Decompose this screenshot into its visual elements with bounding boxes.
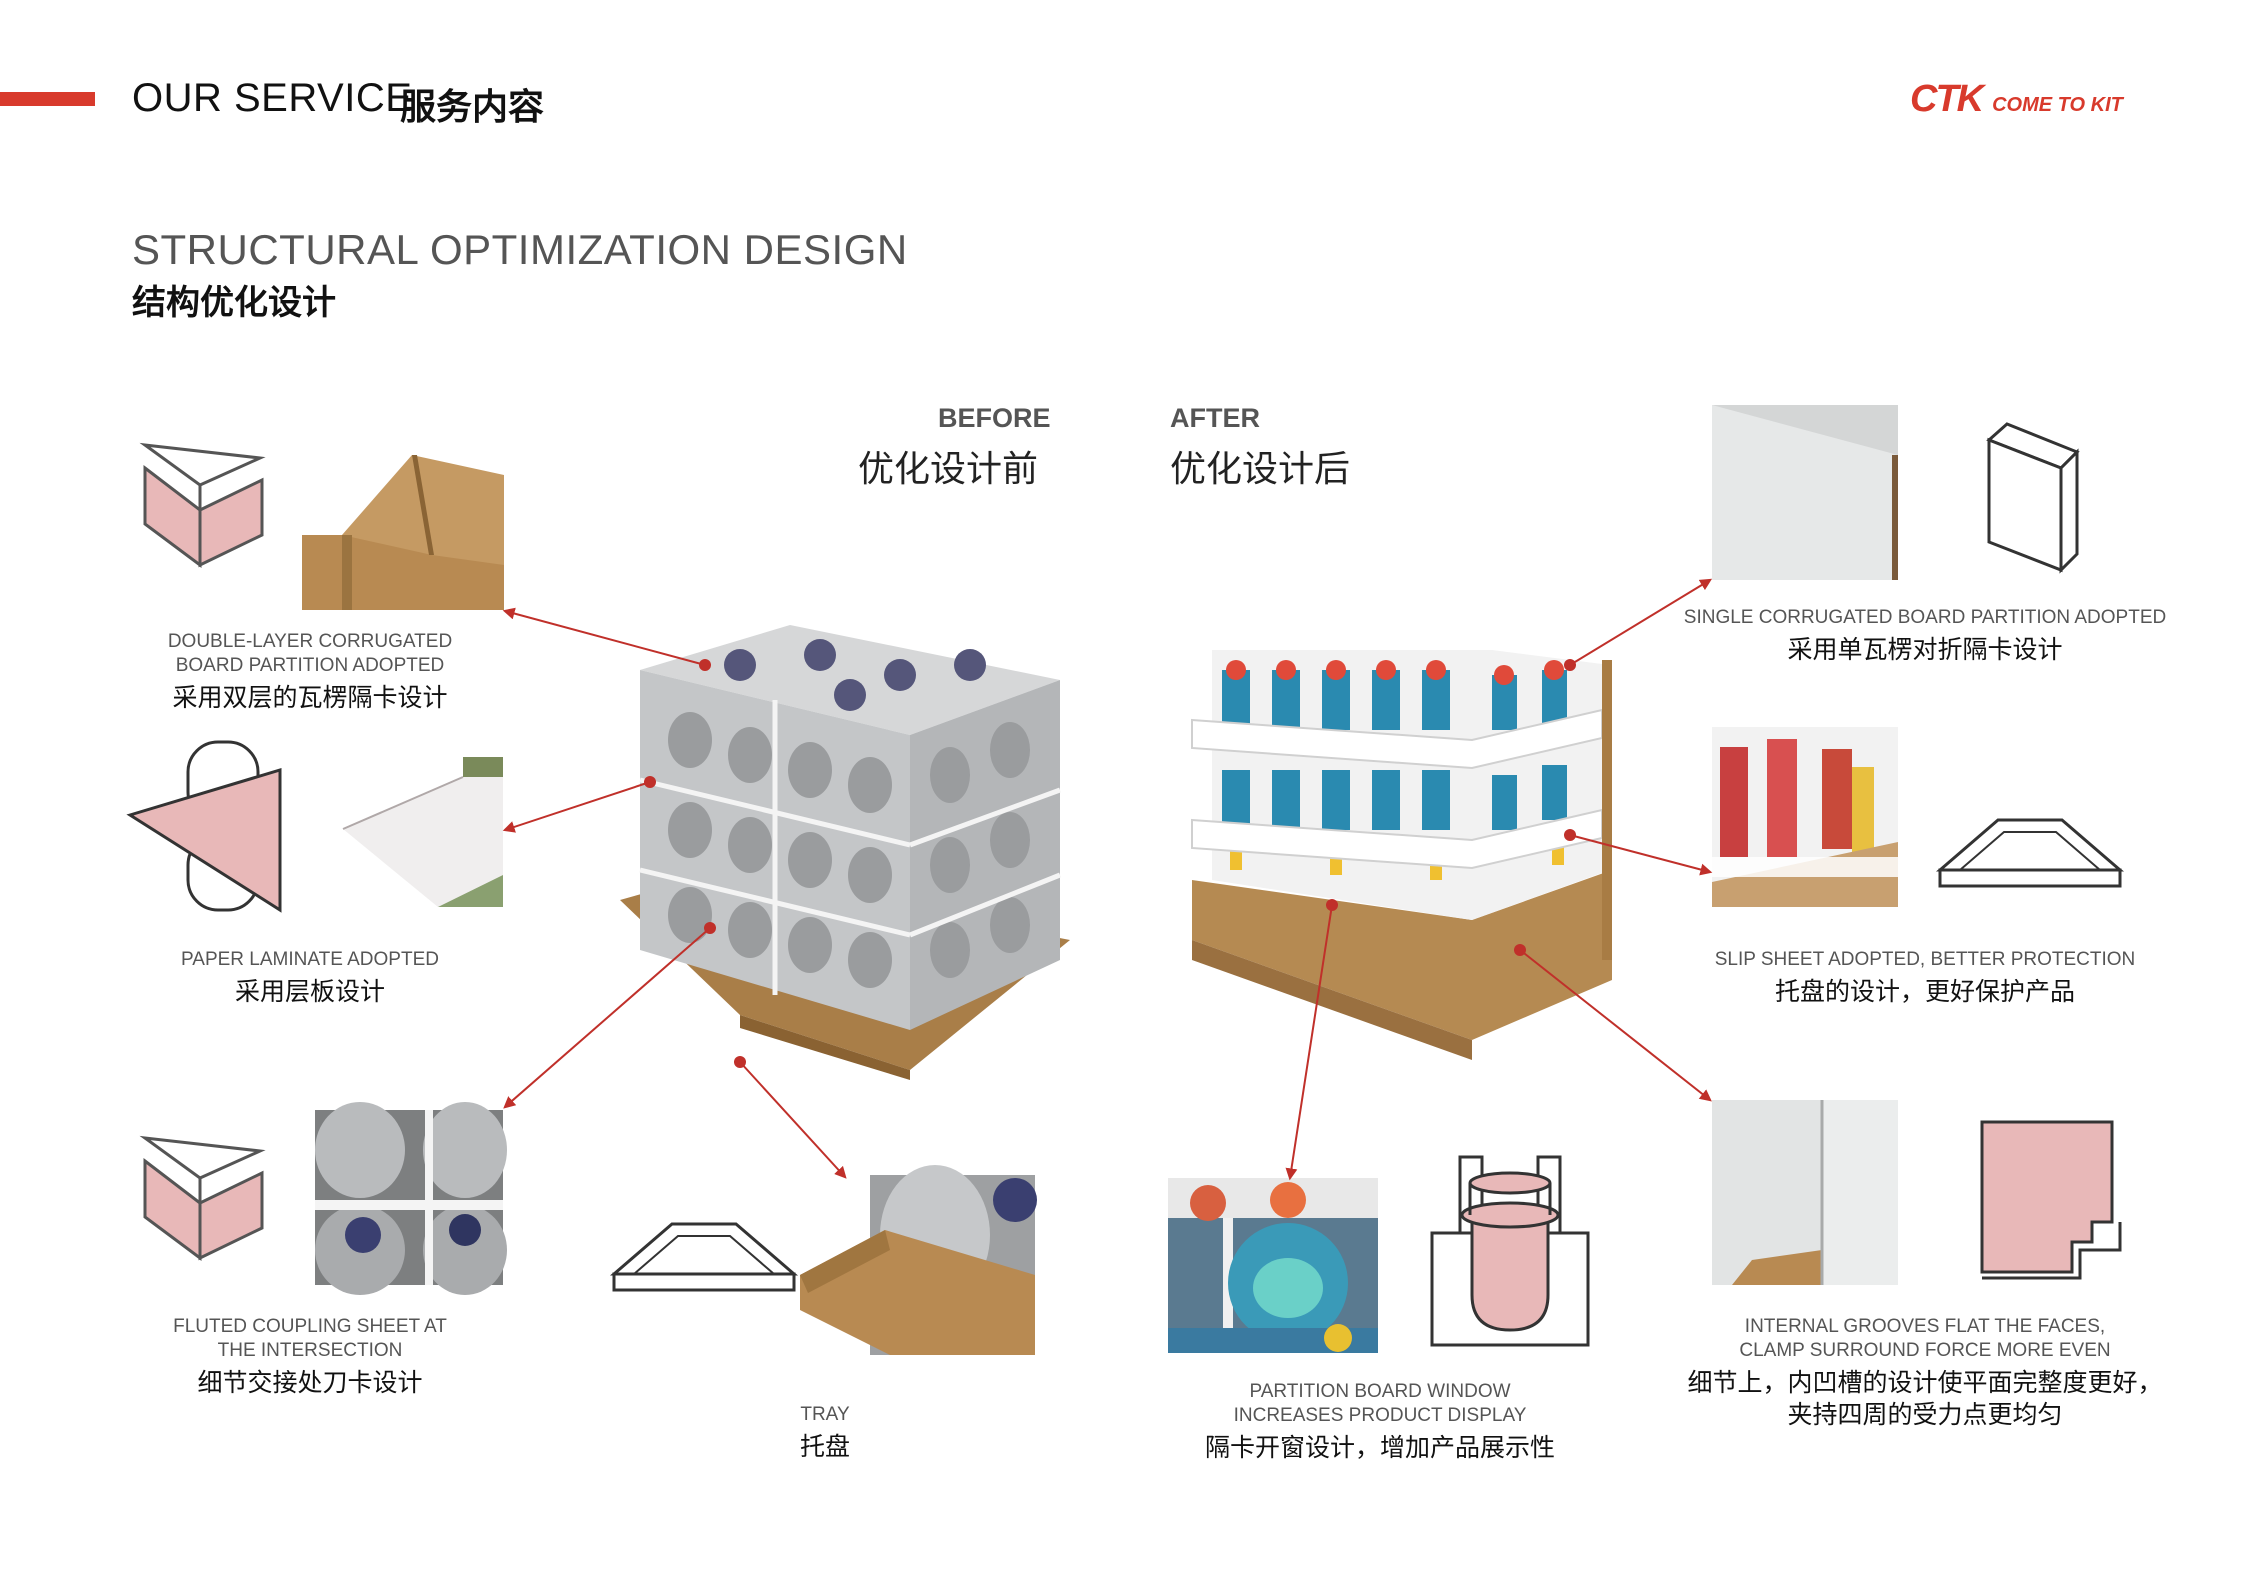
caption-internal-grooves-en-1: INTERNAL GROOVES FLAT THE FACES, bbox=[1744, 1316, 2106, 1337]
caption-paper-laminate-en: PAPER LAMINATE ADOPTED bbox=[181, 949, 439, 970]
caption-fluted-cn: 细节交接处刀卡设计 bbox=[197, 1369, 423, 1397]
caption-partition-window-en-1: PARTITION BOARD WINDOW bbox=[1249, 1381, 1511, 1402]
tray-diagram bbox=[609, 1222, 799, 1292]
single-corrugated-image bbox=[1712, 405, 1898, 580]
cross-partition-diagram-2 bbox=[139, 1135, 266, 1261]
header-accent-bar bbox=[0, 92, 95, 106]
caption-fluted-en-2: THE INTERSECTION bbox=[217, 1340, 403, 1361]
caption-double-layer: DOUBLE-LAYER CORRUGATED BOARD PARTITION … bbox=[110, 630, 510, 714]
caption-fluted: FLUTED COUPLING SHEET AT THE INTERSECTIO… bbox=[110, 1315, 510, 1399]
caption-partition-window-en-2: INCREASES PRODUCT DISPLAY bbox=[1233, 1405, 1527, 1426]
caption-internal-grooves-cn-2: 夹持四周的受力点更均匀 bbox=[1787, 1401, 2063, 1429]
caption-slip-sheet-en: SLIP SHEET ADOPTED, BETTER PROTECTION bbox=[1714, 949, 2136, 970]
caption-slip-sheet-cn: 托盘的设计，更好保护产品 bbox=[1774, 978, 2075, 1006]
slip-sheet-tray-diagram bbox=[1935, 818, 2125, 888]
groove-diagram bbox=[1980, 1120, 2122, 1280]
after-label-cn: 优化设计后 bbox=[1170, 448, 1351, 489]
caption-tray-en: TRAY bbox=[800, 1404, 850, 1425]
internal-grooves-image bbox=[1712, 1100, 1898, 1285]
caption-double-layer-en-1: DOUBLE-LAYER CORRUGATED bbox=[167, 631, 453, 652]
caption-fluted-en-1: FLUTED COUPLING SHEET AT bbox=[173, 1316, 447, 1337]
section-title-en: STRUCTURAL OPTIMIZATION DESIGN bbox=[132, 226, 908, 273]
before-label-en: BEFORE bbox=[938, 403, 1051, 433]
cross-partition-diagram bbox=[139, 442, 266, 568]
caption-double-layer-en-2: BOARD PARTITION ADOPTED bbox=[175, 655, 445, 676]
before-pallet-image bbox=[620, 625, 1070, 1080]
header-title-cn: 服务内容 bbox=[400, 86, 545, 127]
section-title-cn: 结构优化设计 bbox=[132, 284, 336, 322]
ctk-logo: CTK COME TO KIT bbox=[1910, 78, 2123, 121]
double-layer-corrugated-image bbox=[302, 455, 504, 610]
header-title-en: OUR SERVICE bbox=[132, 76, 413, 120]
caption-partition-window: PARTITION BOARD WINDOW INCREASES PRODUCT… bbox=[1150, 1380, 1610, 1464]
caption-single-corrugated-en: SINGLE CORRUGATED BOARD PARTITION ADOPTE… bbox=[1683, 607, 2167, 628]
before-label-cn: 优化设计前 bbox=[858, 448, 1039, 489]
caption-single-corrugated: SINGLE CORRUGATED BOARD PARTITION ADOPTE… bbox=[1640, 606, 2210, 666]
caption-paper-laminate: PAPER LAMINATE ADOPTED 采用层板设计 bbox=[110, 948, 510, 1008]
logo-text: COME TO KIT bbox=[1992, 94, 2123, 116]
caption-slip-sheet: SLIP SHEET ADOPTED, BETTER PROTECTION 托盘… bbox=[1640, 948, 2210, 1008]
laminate-diagram bbox=[126, 740, 282, 913]
partition-window-diagram bbox=[1430, 1155, 1590, 1347]
logo-mark: CTK bbox=[1910, 78, 1984, 120]
caption-internal-grooves-cn-1: 细节上，内凹槽的设计使平面完整度更好， bbox=[1687, 1369, 2163, 1397]
paper-laminate-image bbox=[342, 757, 503, 907]
caption-partition-window-cn: 隔卡开窗设计，增加产品展示性 bbox=[1204, 1434, 1555, 1462]
fluted-coupling-image bbox=[315, 1102, 507, 1295]
caption-internal-grooves: INTERNAL GROOVES FLAT THE FACES, CLAMP S… bbox=[1640, 1315, 2210, 1431]
partition-window-image bbox=[1168, 1178, 1378, 1353]
tray-image bbox=[800, 1165, 1037, 1355]
folded-board-diagram bbox=[1986, 422, 2080, 574]
slip-sheet-image bbox=[1712, 727, 1898, 907]
after-pallet-image bbox=[1191, 650, 1612, 1060]
after-label-en: AFTER bbox=[1170, 403, 1260, 433]
caption-paper-laminate-cn: 采用层板设计 bbox=[234, 978, 385, 1006]
caption-tray-cn: 托盘 bbox=[799, 1433, 850, 1461]
caption-internal-grooves-en-2: CLAMP SURROUND FORCE MORE EVEN bbox=[1739, 1340, 2111, 1361]
caption-tray: TRAY 托盘 bbox=[725, 1403, 925, 1463]
caption-single-corrugated-cn: 采用单瓦楞对折隔卡设计 bbox=[1787, 636, 2063, 664]
caption-double-layer-cn: 采用双层的瓦楞隔卡设计 bbox=[172, 684, 448, 712]
